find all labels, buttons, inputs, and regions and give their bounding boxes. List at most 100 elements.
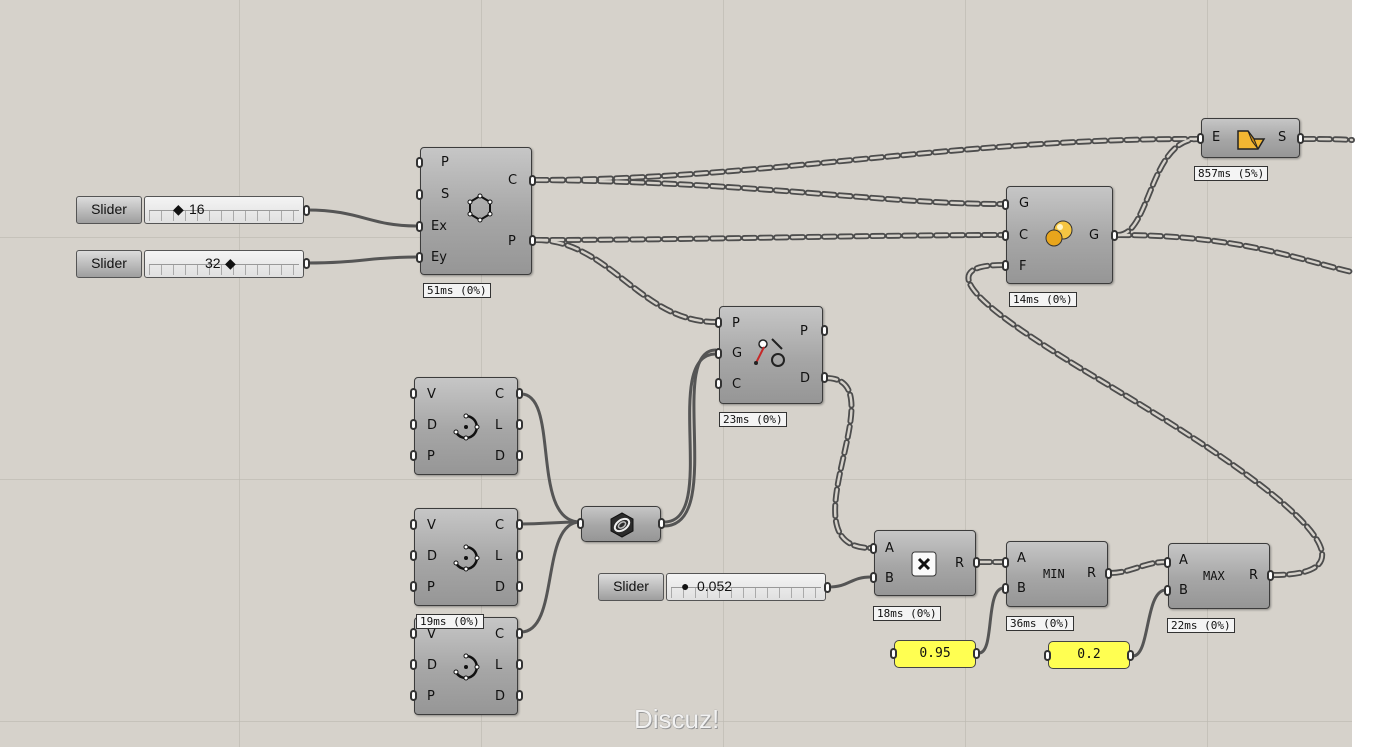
input-label: C bbox=[732, 377, 742, 392]
slider-track[interactable]: ◆ 16 bbox=[144, 196, 304, 224]
output-grip[interactable] bbox=[821, 325, 828, 336]
output-grip[interactable] bbox=[516, 388, 523, 399]
wire-dash-inner bbox=[824, 376, 873, 550]
output-grip[interactable] bbox=[303, 205, 310, 216]
slider-label[interactable]: Slider bbox=[76, 196, 142, 224]
input-grip[interactable] bbox=[715, 378, 722, 389]
slider-grip-icon[interactable]: ● bbox=[681, 578, 690, 594]
output-grip[interactable] bbox=[516, 581, 523, 592]
output-grip[interactable] bbox=[658, 518, 665, 529]
output-grip[interactable] bbox=[516, 550, 523, 561]
output-grip[interactable] bbox=[516, 690, 523, 701]
pull-point-component[interactable]: P G C P D bbox=[719, 306, 823, 404]
input-label: D bbox=[427, 549, 438, 564]
max-component[interactable]: A B MAX R bbox=[1168, 543, 1270, 609]
input-grip[interactable] bbox=[870, 543, 877, 554]
input-grip[interactable] bbox=[1164, 557, 1171, 568]
output-grip[interactable] bbox=[824, 582, 831, 593]
input-label: C bbox=[1019, 228, 1029, 243]
input-grip[interactable] bbox=[410, 388, 417, 399]
input-grip[interactable] bbox=[1002, 583, 1009, 594]
output-grip[interactable] bbox=[973, 648, 980, 659]
geometry-param-component[interactable] bbox=[581, 506, 661, 542]
wire-pull-d-to-mult bbox=[823, 375, 874, 551]
output-label: P bbox=[508, 234, 516, 249]
slider-ticks bbox=[671, 587, 821, 598]
output-grip[interactable] bbox=[529, 235, 536, 246]
wire-dash-inner bbox=[534, 233, 1005, 242]
input-grip[interactable] bbox=[410, 581, 417, 592]
input-grip[interactable] bbox=[1002, 557, 1009, 568]
output-grip[interactable] bbox=[821, 372, 828, 383]
input-grip[interactable] bbox=[715, 317, 722, 328]
wire-circle1-c-to-param bbox=[520, 392, 581, 524]
input-grip[interactable] bbox=[410, 659, 417, 670]
input-grip[interactable] bbox=[1044, 650, 1051, 661]
input-grip[interactable] bbox=[1164, 585, 1171, 596]
output-grip[interactable] bbox=[516, 519, 523, 530]
input-grip[interactable] bbox=[1002, 199, 1009, 210]
output-grip[interactable] bbox=[303, 258, 310, 269]
min-component[interactable]: A B MIN R bbox=[1006, 541, 1108, 607]
polygon-component[interactable]: P S Ex Ey C P bbox=[420, 147, 532, 275]
output-grip[interactable] bbox=[973, 557, 980, 568]
input-grip[interactable] bbox=[416, 252, 423, 263]
circle-component[interactable]: V D P C L D bbox=[414, 617, 518, 715]
input-grip[interactable] bbox=[410, 519, 417, 530]
circle-component[interactable]: V D P C L D bbox=[414, 377, 518, 475]
circle-component[interactable]: V D P C L D bbox=[414, 508, 518, 606]
number-panel[interactable]: 0.95 bbox=[894, 640, 976, 668]
spheres-icon bbox=[1045, 220, 1073, 247]
canvas-edge bbox=[1352, 0, 1378, 747]
input-label: P bbox=[427, 689, 435, 704]
output-grip[interactable] bbox=[1127, 650, 1134, 661]
output-grip[interactable] bbox=[529, 175, 536, 186]
output-grip[interactable] bbox=[1267, 570, 1274, 581]
input-label: P bbox=[732, 316, 740, 331]
input-label: B bbox=[885, 571, 894, 586]
input-label: Ey bbox=[431, 250, 447, 265]
input-grip[interactable] bbox=[577, 518, 584, 529]
input-grip[interactable] bbox=[410, 550, 417, 561]
output-grip[interactable] bbox=[1297, 133, 1304, 144]
input-grip[interactable] bbox=[715, 348, 722, 359]
output-grip[interactable] bbox=[516, 419, 523, 430]
input-grip[interactable] bbox=[410, 419, 417, 430]
input-grip[interactable] bbox=[410, 450, 417, 461]
output-grip[interactable] bbox=[1105, 568, 1112, 579]
circle-icon bbox=[453, 653, 480, 681]
output-grip[interactable] bbox=[516, 628, 523, 639]
circle-icon bbox=[453, 544, 480, 572]
number-panel[interactable]: 0.2 bbox=[1048, 641, 1130, 669]
input-grip[interactable] bbox=[410, 690, 417, 701]
timing-badge: 14ms (0%) bbox=[1009, 292, 1077, 307]
output-label: C bbox=[495, 518, 505, 533]
input-grip[interactable] bbox=[1197, 133, 1204, 144]
output-grip[interactable] bbox=[516, 659, 523, 670]
slider-track[interactable]: ● 0.052 bbox=[666, 573, 826, 601]
slider-grip-icon[interactable]: ◆ bbox=[225, 255, 236, 271]
input-grip[interactable] bbox=[870, 572, 877, 583]
input-grip[interactable] bbox=[416, 189, 423, 200]
input-grip[interactable] bbox=[416, 221, 423, 232]
extrude-component[interactable]: E S bbox=[1201, 118, 1300, 158]
wire-slider052-to-mult bbox=[827, 575, 872, 589]
multiply-component[interactable]: A B R bbox=[874, 530, 976, 596]
slider-label[interactable]: Slider bbox=[598, 573, 664, 601]
geometry-group-component[interactable]: G C F G bbox=[1006, 186, 1113, 284]
input-grip[interactable] bbox=[416, 157, 423, 168]
output-grip[interactable] bbox=[1111, 230, 1118, 241]
input-grip[interactable] bbox=[410, 628, 417, 639]
slider-ticks bbox=[149, 264, 299, 275]
input-grip[interactable] bbox=[1002, 260, 1009, 271]
input-grip[interactable] bbox=[1002, 230, 1009, 241]
output-label: S bbox=[1278, 130, 1287, 145]
slider-grip-icon[interactable]: ◆ bbox=[173, 201, 184, 217]
slider-label[interactable]: Slider bbox=[76, 250, 142, 278]
multiply-icon bbox=[911, 551, 937, 577]
input-grip[interactable] bbox=[890, 648, 897, 659]
output-grip[interactable] bbox=[516, 450, 523, 461]
slider-value: 16 bbox=[189, 201, 205, 217]
slider-track[interactable]: 32 ◆ bbox=[144, 250, 304, 278]
